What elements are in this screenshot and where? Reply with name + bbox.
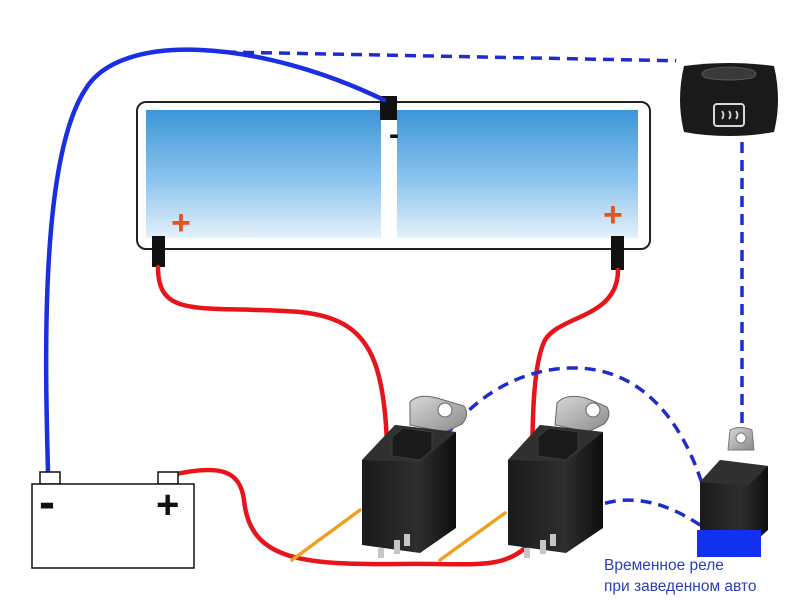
temporary-relay-marker — [697, 530, 761, 557]
rear-defroster-switch — [676, 58, 781, 140]
battery — [31, 471, 195, 569]
relay-right — [508, 395, 610, 558]
heater-panel — [136, 96, 651, 270]
temporary-relay-caption-line2: при заведенном авто — [604, 578, 757, 595]
relay-left — [362, 395, 468, 558]
heater-minus-label: - — [389, 118, 399, 151]
battery-plus-label: + — [156, 483, 179, 527]
positive-wire-left-heater — [155, 264, 391, 508]
orange-wire-right — [438, 511, 507, 562]
heater-right-terminal — [611, 236, 624, 270]
rear-defroster-switch-icon — [713, 103, 745, 127]
heater-panel-right-half — [397, 110, 638, 238]
orange-wire-left — [290, 508, 362, 562]
negative-wire — [43, 47, 387, 475]
heater-plus-left-label: + — [171, 204, 191, 242]
temporary-relay-caption-line1: Временное реле — [604, 557, 724, 574]
switch-control-wire-top — [224, 50, 741, 64]
battery-minus-label: - — [39, 476, 55, 529]
heater-panel-left-half — [146, 110, 381, 238]
heater-plus-right-label: + — [603, 196, 623, 234]
heater-left-terminal — [152, 236, 165, 267]
temporary-relay — [697, 427, 768, 557]
